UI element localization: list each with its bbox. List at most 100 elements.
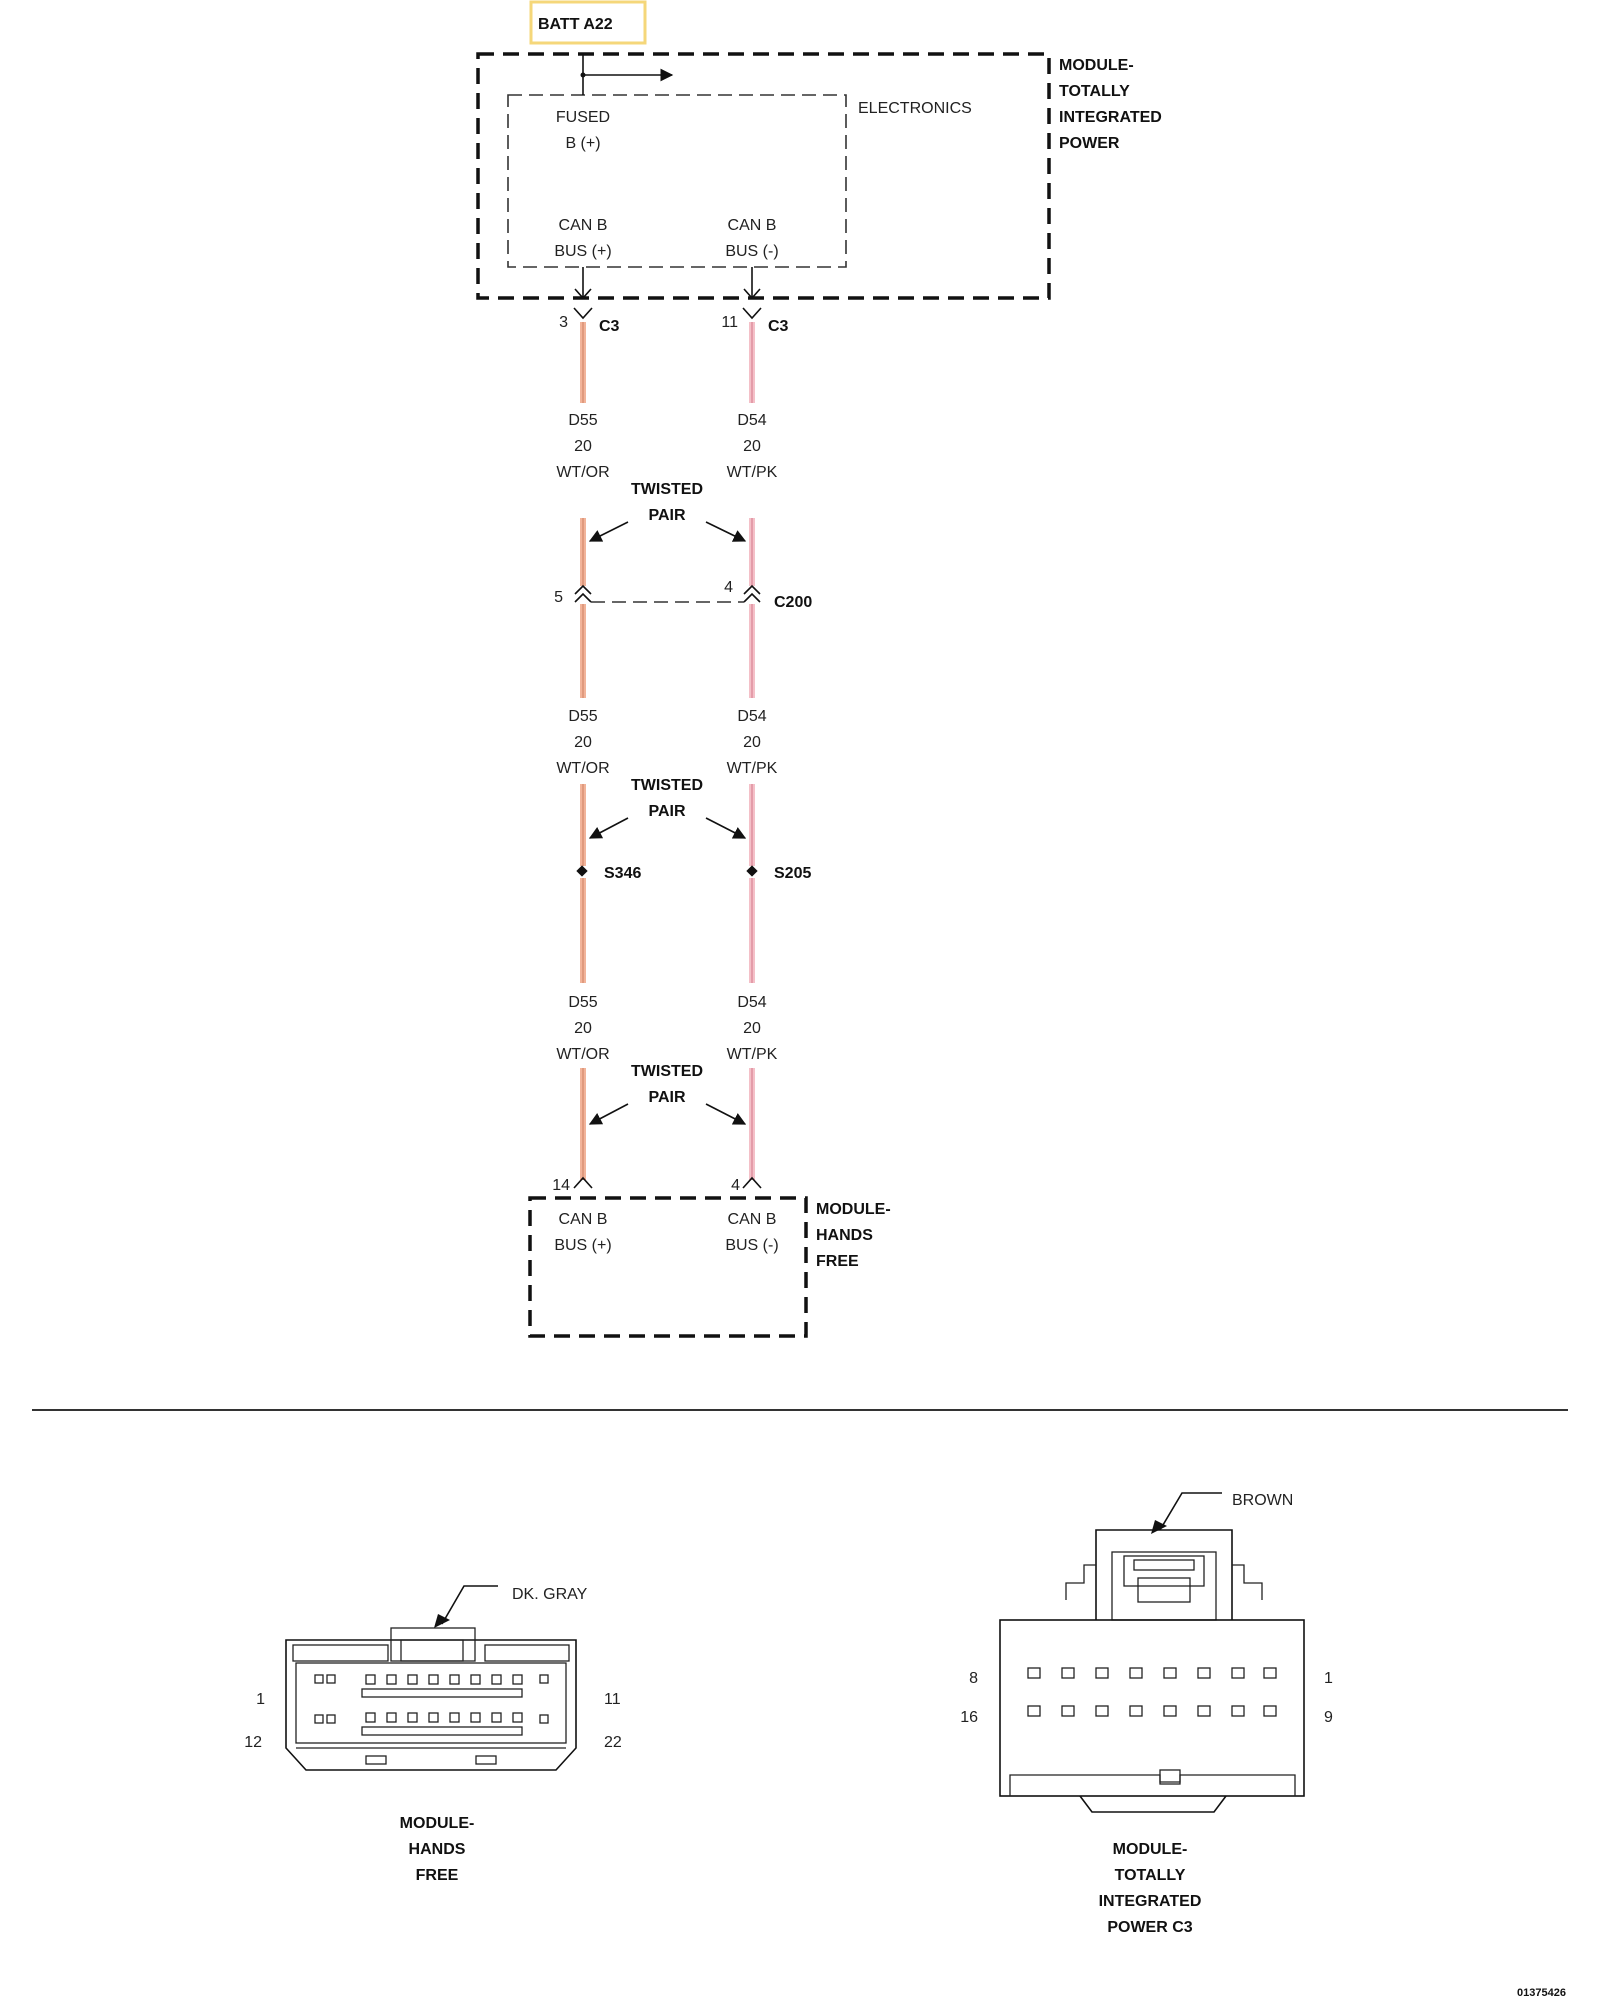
battery-label-box: BATT A22 [529,0,647,45]
hf-cavities-row-2 [314,1712,549,1736]
tip-latch-clip [1123,1555,1205,1587]
twisted-pair-1a: TWISTED [631,481,703,498]
diagram-id: 01375426 [1517,1987,1566,1999]
splice-s346-label: S346 [604,865,641,882]
tip-color-label: BROWN [1232,1492,1293,1509]
hf-caption-3: FREE [416,1867,459,1884]
tip-latch-left-wing [1065,1564,1096,1600]
tip-lead-plus-arrow [574,288,592,300]
tip-caption-3: INTEGRATED [1099,1893,1202,1910]
tip-canb-plus-1: CAN B [559,217,608,234]
tip-cavities-row-1 [1027,1667,1277,1679]
c200-right-pin: 4 [724,579,733,596]
electronics-label: ELECTRONICS [858,100,972,117]
tip-caption-4: POWER C3 [1107,1919,1192,1936]
hf-latch-inner [400,1639,464,1662]
hf-pin-11: 11 [604,1691,621,1708]
twisted-arrow-2-right [705,817,747,839]
hf-color-arrowhead [434,1614,450,1628]
hf-key-right [475,1755,497,1765]
fused-label-2: B (+) [565,135,600,152]
twisted-pair-1b: PAIR [648,507,685,524]
electronics-outline [507,94,847,268]
hf-caption-1: MODULE- [400,1815,475,1832]
hf-color-label: DK. GRAY [512,1586,588,1603]
hf-module-label-1: MODULE- [816,1201,891,1218]
hands-free-module: 14 4 CAN B BUS (+) CAN B BUS (-) MODULE-… [528,1176,891,1338]
hf-left-connector [573,1176,593,1189]
c200-left-bottom [574,592,592,603]
c200-right-bottom [743,592,761,603]
tip-color-leader [1159,1492,1222,1531]
tip-module-label-1: MODULE- [1059,57,1134,74]
c200-left-pin: 5 [554,589,563,606]
right-color-1: WT/PK [727,464,778,481]
right-color-2: WT/PK [727,760,778,777]
wire-labels-group-3: D55 20 WT/OR D54 20 WT/PK TWISTED PAIR [556,994,778,1125]
twisted-arrow-3-left [588,1103,629,1125]
hf-key-left [365,1755,387,1765]
left-circuit-1: D55 [568,412,597,429]
c200-left-top [574,584,592,595]
left-color-3: WT/OR [556,1046,609,1063]
left-gauge-1: 20 [574,438,592,455]
tip-latch-housing [1095,1529,1233,1620]
twisted-arrow-3-right [705,1103,747,1125]
c3-right-name: C3 [768,318,789,335]
twisted-pair-3b: PAIR [648,1089,685,1106]
hf-module-label-3: FREE [816,1253,859,1270]
tip-module-outline [476,52,1051,300]
tip-lead-minus-arrow [743,288,761,300]
wire-labels-group-1: D55 20 WT/OR D54 20 WT/PK TWISTED PAIR [556,412,778,542]
hf-canb-plus-1: CAN B [559,1211,608,1228]
splice-s205-label: S205 [774,865,811,882]
tip-module-label-3: INTEGRATED [1059,109,1162,126]
right-circuit-1: D54 [737,412,766,429]
left-gauge-3: 20 [574,1020,592,1037]
hf-canb-plus-2: BUS (+) [554,1237,611,1254]
hf-face [295,1662,567,1744]
hf-pin-12: 12 [244,1734,262,1751]
twisted-pair-2a: TWISTED [631,777,703,794]
hf-top-tab-right [484,1644,570,1662]
right-gauge-2: 20 [743,734,761,751]
tip-canb-minus-1: CAN B [728,217,777,234]
splices: S346 S205 [576,865,811,882]
tip-c3-connector-view: BROWN 8 1 16 9 MODULE- TOTALLY [960,1492,1333,1936]
right-gauge-1: 20 [743,438,761,455]
left-color-1: WT/OR [556,464,609,481]
hf-color-leader [441,1585,498,1625]
tip-pin-16: 16 [960,1709,978,1726]
hf-pin-22: 22 [604,1734,622,1751]
hf-shell [285,1639,577,1771]
splice-s346-dot [576,865,588,877]
hf-top-tab-left [292,1644,389,1662]
fused-label-1: FUSED [556,109,610,126]
tip-key [1159,1769,1181,1785]
c3-left-name: C3 [599,318,620,335]
tip-latch-tab [1137,1577,1191,1603]
battery-label: BATT A22 [538,16,613,33]
batt-feed-dot [580,72,586,78]
hf-canb-minus-2: BUS (-) [725,1237,778,1254]
hf-module-label-2: HANDS [816,1227,873,1244]
c3-left-symbol [573,307,593,320]
hf-right-pin: 4 [731,1177,740,1194]
tip-canb-plus-2: BUS (+) [554,243,611,260]
connector-c3: 3 C3 11 C3 [559,307,789,335]
twisted-pair-2b: PAIR [648,803,685,820]
right-gauge-3: 20 [743,1020,761,1037]
tip-pin-8: 8 [969,1670,978,1687]
left-gauge-2: 20 [574,734,592,751]
tip-cavities-row-2 [1027,1705,1277,1717]
tip-latch-right-wing [1232,1564,1263,1600]
hf-canb-minus-1: CAN B [728,1211,777,1228]
connector-c200: 5 4 C200 [554,579,812,611]
twisted-arrow-1-left [588,521,629,542]
tip-module-label-2: TOTALLY [1059,83,1130,100]
wire-labels-group-2: D55 20 WT/OR D54 20 WT/PK TWISTED PAIR [556,708,778,839]
tip-caption-2: TOTALLY [1115,1867,1186,1884]
right-circuit-2: D54 [737,708,766,725]
c3-right-pin: 11 [721,314,738,331]
c3-right-symbol [742,307,762,320]
